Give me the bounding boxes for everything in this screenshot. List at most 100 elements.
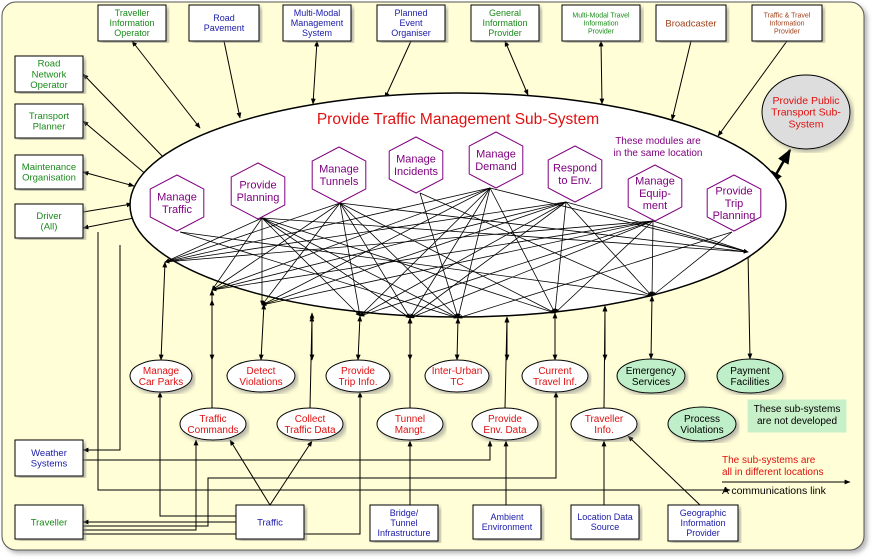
module-link-arrow xyxy=(457,231,733,319)
module-link-arrow xyxy=(339,202,556,314)
module-hexagon xyxy=(468,131,524,189)
comm-link-arrow xyxy=(454,317,461,361)
comm-link-arrow xyxy=(745,251,753,360)
terminator-ttip-frame xyxy=(751,4,823,42)
module-hexagon xyxy=(311,146,367,204)
comm-link-arrow xyxy=(504,40,529,96)
subsystem-ellipse xyxy=(667,406,737,442)
subsystem-ellipse xyxy=(226,359,296,393)
comm-link-legend-label: A communications link xyxy=(722,485,827,497)
module-mesh-layer xyxy=(164,187,749,319)
module-link-arrow xyxy=(261,217,361,317)
terminator-rno-frame xyxy=(14,55,84,93)
subsystem-ellipse xyxy=(325,359,391,393)
comm-link-arrow xyxy=(717,40,788,137)
comm-link-arrow xyxy=(82,202,133,213)
comm-link-arrow xyxy=(83,391,363,535)
comm-link-arrow xyxy=(223,40,242,119)
comm-link-arrow xyxy=(670,40,692,121)
comm-link-arrow xyxy=(82,73,167,161)
terminator-drv: Driver(All) xyxy=(14,203,84,239)
terminator-peo-frame xyxy=(376,4,446,42)
terminator-gip-frame xyxy=(470,4,540,42)
comm-link-arrow xyxy=(83,439,199,531)
module-link-arrow xyxy=(489,187,749,253)
module-link-arrow xyxy=(409,201,567,319)
module-hexagon xyxy=(388,136,444,194)
terminator-rp-frame xyxy=(188,4,260,42)
terminator-tp-frame xyxy=(14,103,84,139)
module-link-arrow xyxy=(164,201,567,264)
comm-link-arrow xyxy=(355,315,363,361)
module-hexagon xyxy=(547,145,603,203)
subsystem-ellipse xyxy=(716,358,784,394)
comm-link-arrow xyxy=(82,217,135,230)
subsystem-title: Provide Traffic Management Sub-System xyxy=(317,111,599,128)
subsystem-ellipse xyxy=(616,358,686,394)
module-link-arrow xyxy=(261,217,749,254)
module-link-arrow xyxy=(489,187,556,314)
subsystem-ellipse xyxy=(276,407,344,441)
comm-link-arrow xyxy=(384,40,412,99)
comm-link-arrow xyxy=(602,305,608,409)
comm-link-arrow xyxy=(83,440,493,461)
module-link-arrow xyxy=(211,202,341,291)
subsystem-ellipse xyxy=(471,407,539,441)
comm-link-arrow xyxy=(258,303,267,361)
module-link-arrow xyxy=(211,201,567,291)
module-link-arrow xyxy=(359,201,567,317)
terminator-drv-frame xyxy=(14,203,84,239)
module-link-arrow xyxy=(419,192,459,319)
module-link-arrow xyxy=(211,220,654,292)
terminator-gipb-frame xyxy=(667,504,739,542)
module-link-arrow xyxy=(261,187,491,306)
comm-link-arrow xyxy=(158,261,168,361)
terminator-tio-frame xyxy=(97,4,167,42)
terminator-trv-label: Traveller xyxy=(31,517,68,528)
terminator-bti-frame xyxy=(369,504,439,542)
module-link-arrow xyxy=(261,217,459,319)
